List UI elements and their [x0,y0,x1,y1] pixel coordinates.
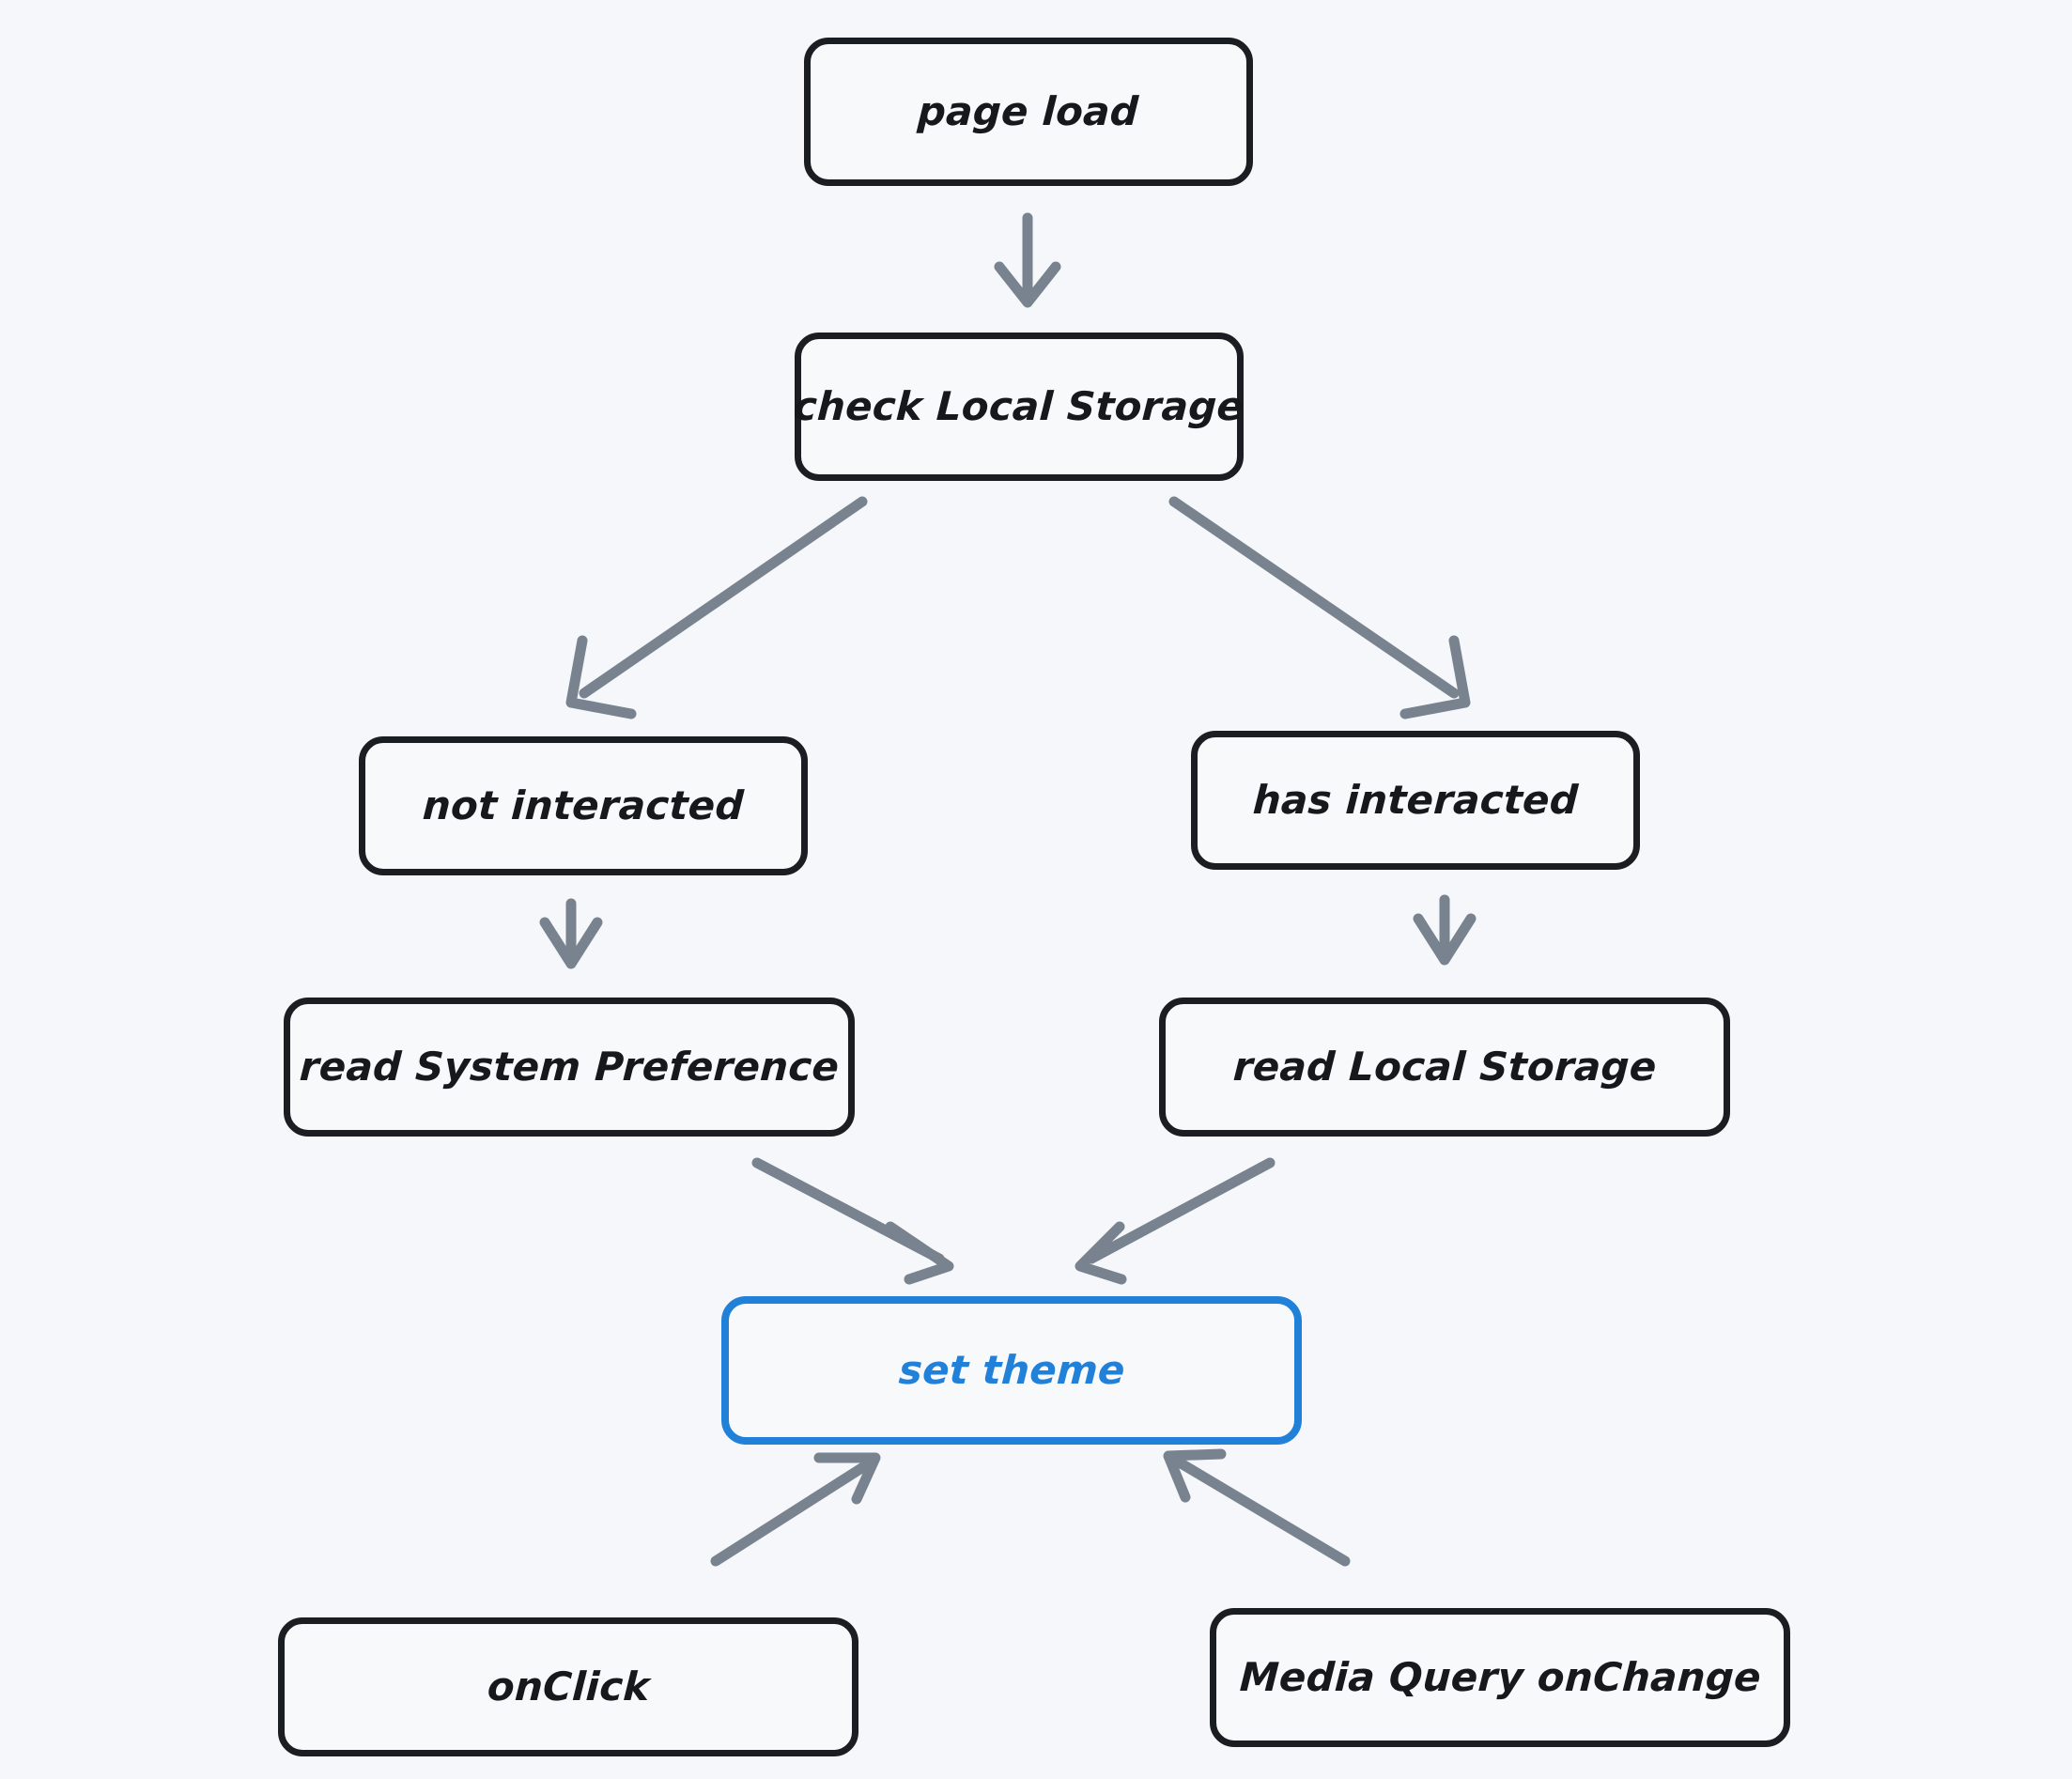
node-read-local-storage[interactable]: read Local Storage [1159,998,1730,1137]
node-read-system-preference[interactable]: read System Preference [284,998,855,1137]
node-not-interacted-label: not interacted [421,782,746,828]
node-onclick[interactable]: onClick [278,1617,858,1756]
node-check-local-storage[interactable]: check Local Storage [793,333,1245,481]
edge-media-query-onchange-to-set-theme [1163,1448,1351,1567]
edge-read-local-storage-to-set-theme [1075,1157,1276,1285]
node-has-interacted-label: has interacted [1251,777,1580,823]
edge-check-local-storage-to-has-interacted [1168,496,1471,719]
node-onclick-label: onClick [486,1663,651,1709]
node-not-interacted[interactable]: not interacted [359,736,808,875]
node-page-load-label: page load [917,88,1140,134]
node-media-query-onchange-label: Media Query onChange [1238,1654,1762,1700]
node-set-theme-label: set theme [897,1347,1126,1393]
node-has-interacted[interactable]: has interacted [1191,731,1640,870]
edge-not-interacted-to-read-system-preference [539,898,603,969]
node-set-theme[interactable]: set theme [721,1296,1302,1445]
node-media-query-onchange[interactable]: Media Query onChange [1210,1608,1790,1747]
node-read-local-storage-label: read Local Storage [1231,1044,1658,1090]
edge-read-system-preference-to-set-theme [751,1157,954,1285]
edge-check-local-storage-to-not-interacted [565,496,868,719]
node-page-load[interactable]: page load [804,38,1253,186]
edge-has-interacted-to-read-local-storage [1413,894,1477,966]
edge-page-load-to-check-local-storage [994,212,1061,308]
node-read-system-preference-label: read System Preference [298,1044,841,1090]
edge-onclick-to-set-theme [710,1452,881,1567]
node-check-local-storage-label: check Local Storage [793,383,1245,429]
